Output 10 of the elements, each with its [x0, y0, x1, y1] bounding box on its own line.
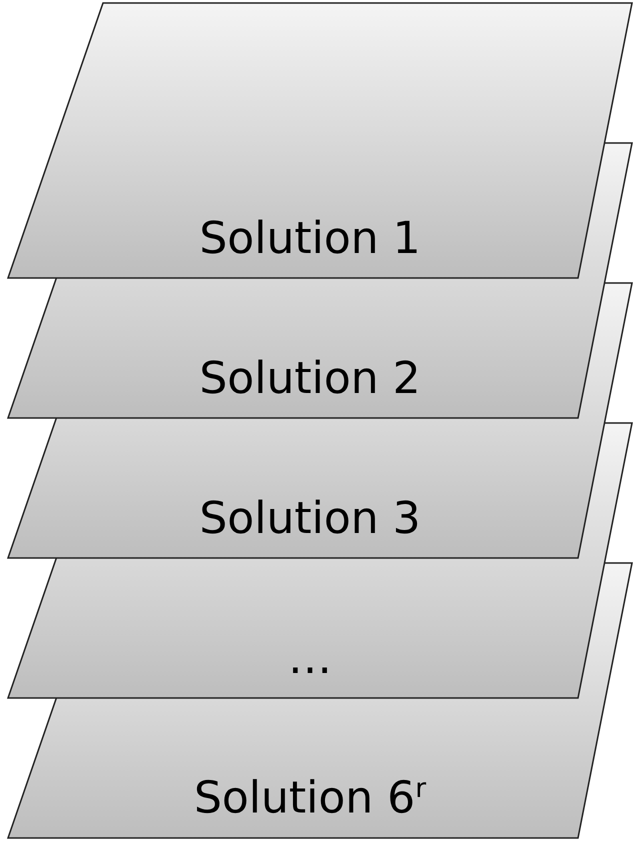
layer-label: Solution 1: [198, 214, 422, 263]
stacked-layer: [7, 282, 633, 559]
layer-label: Solution 3: [198, 494, 422, 543]
stacked-layer: [7, 422, 633, 699]
layer-label: …: [287, 634, 333, 683]
layer-label: Solution 6$^{r}$: [192, 774, 428, 823]
stacked-layer: [7, 2, 633, 279]
layer-label: Solution 2: [198, 354, 422, 403]
stacked-layer: [7, 142, 633, 419]
stacked-layer: [7, 562, 633, 839]
